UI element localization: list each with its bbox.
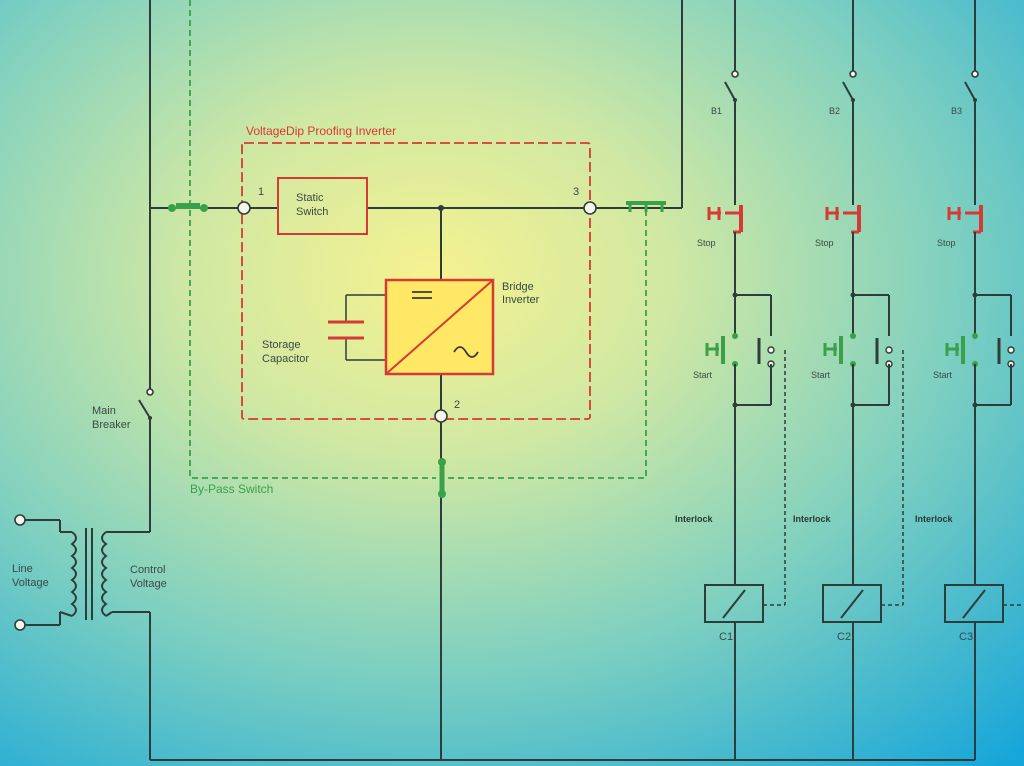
static-switch [277, 177, 368, 235]
main-breaker-switch [138, 388, 154, 420]
branch-circuits: B1StopStartInterlockC1B2StopStartInterlo… [675, 0, 1024, 760]
coil-label: C3 [959, 631, 973, 643]
storage-capacitor-label-2: Capacitor [262, 353, 309, 365]
bypass-output-contact [626, 201, 666, 212]
breaker-label: B3 [951, 106, 962, 116]
inverter-boundary [241, 142, 591, 420]
storage-capacitor-label-1: Storage [262, 339, 301, 351]
main-breaker-label-1: Main [92, 405, 116, 417]
terminal-1 [237, 201, 251, 215]
transformer [14, 514, 113, 631]
start-button-1 [705, 333, 738, 367]
bypass-dashed-link [189, 0, 647, 498]
stop-label: Stop [937, 238, 956, 248]
breaker-label: B2 [829, 106, 840, 116]
terminal-1-label: 1 [258, 186, 264, 198]
inverter-title: VoltageDip Proofing Inverter [246, 124, 396, 138]
coil-label: C2 [837, 631, 851, 643]
bridge-inverter-label-1: Bridge [502, 281, 534, 293]
interlock-label: Interlock [675, 514, 714, 524]
bypass-switch-label: By-Pass Switch [190, 482, 273, 496]
line-voltage-label-1: Line [12, 563, 33, 575]
stop-button-2 [825, 205, 861, 234]
interlock-label: Interlock [915, 514, 954, 524]
terminal-2-label: 2 [454, 399, 460, 411]
static-switch-label-2: Switch [296, 206, 328, 218]
bridge-inverter-label-2: Inverter [502, 294, 540, 306]
start-label: Start [811, 370, 831, 380]
stop-button-3 [947, 205, 983, 234]
coil-label: C1 [719, 631, 733, 643]
terminal-3 [583, 201, 597, 215]
line-voltage-label-2: Voltage [12, 577, 49, 589]
static-switch-label-1: Static [296, 192, 324, 204]
bypass-input-contact [168, 203, 208, 212]
stop-label: Stop [815, 238, 834, 248]
aux-contact-2 [875, 338, 893, 368]
storage-capacitor [328, 320, 364, 340]
main-breaker-label-2: Breaker [92, 419, 131, 431]
start-label: Start [693, 370, 713, 380]
terminal-2 [434, 409, 448, 423]
terminal-3-label: 3 [573, 186, 579, 198]
control-voltage-label-1: Control [130, 564, 165, 576]
breaker-label: B1 [711, 106, 722, 116]
bridge-inverter [384, 278, 495, 376]
interlock-label: Interlock [793, 514, 832, 524]
stop-label: Stop [697, 238, 716, 248]
control-voltage-label-2: Voltage [130, 578, 167, 590]
start-label: Start [933, 370, 953, 380]
